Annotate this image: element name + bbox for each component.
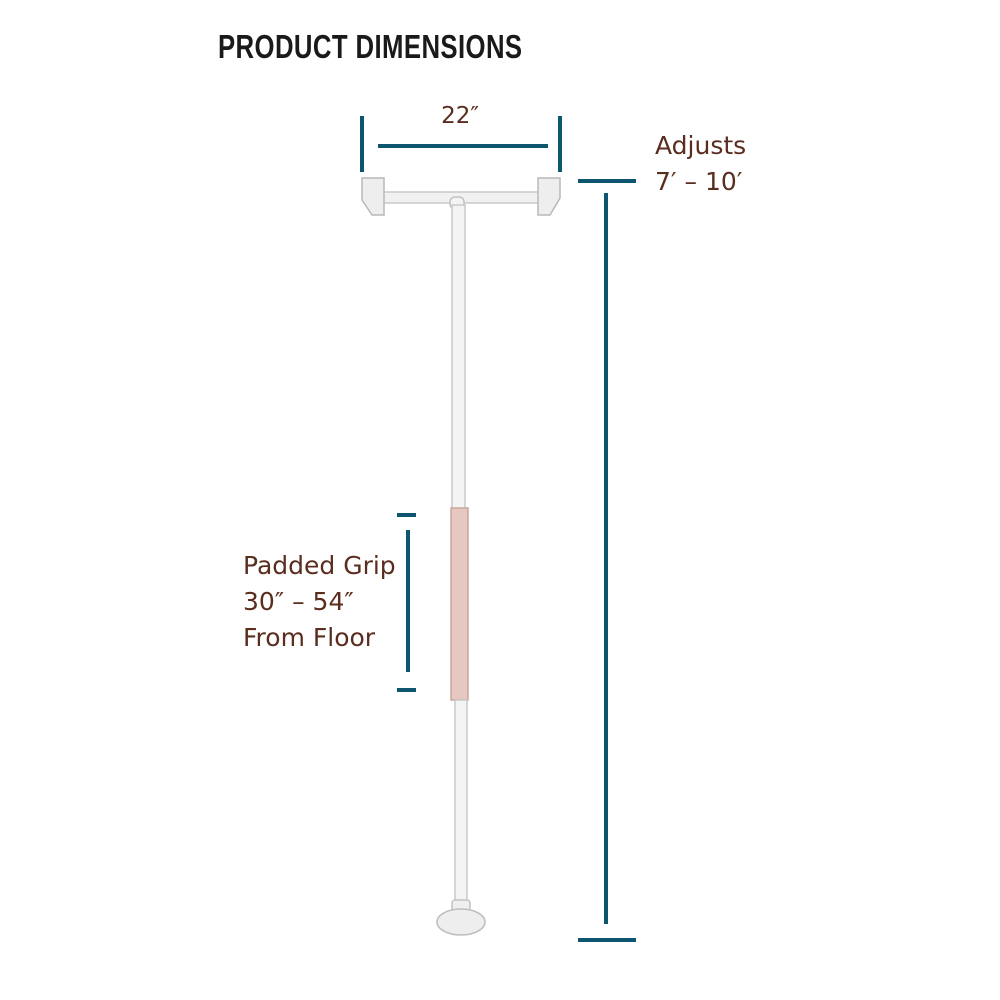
grip-dimension-line bbox=[397, 513, 416, 692]
left-ceiling-pad bbox=[361, 177, 385, 216]
grip-label-line-2: 30″ – 54″ bbox=[243, 587, 354, 616]
height-label-line-1: Adjusts bbox=[655, 131, 747, 160]
right-ceiling-pad bbox=[537, 177, 561, 216]
security-pole bbox=[361, 177, 561, 936]
lower-pole bbox=[454, 699, 468, 911]
grip-label-line-3: From Floor bbox=[243, 623, 376, 652]
pole-floor-base bbox=[436, 908, 486, 936]
width-dimension-label: 22″ bbox=[441, 103, 479, 129]
height-dimension-label: Adjusts 7′ – 10′ bbox=[655, 128, 746, 200]
upper-pole bbox=[451, 204, 466, 511]
page-title: PRODUCT DIMENSIONS bbox=[218, 28, 523, 65]
height-dimension-line bbox=[578, 179, 636, 942]
grip-label-line-1: Padded Grip bbox=[243, 551, 396, 580]
grip-dimension-label: Padded Grip 30″ – 54″ From Floor bbox=[243, 548, 396, 656]
width-dimension-line bbox=[360, 116, 562, 172]
height-label-line-2: 7′ – 10′ bbox=[655, 167, 743, 196]
padded-grip bbox=[450, 507, 469, 701]
